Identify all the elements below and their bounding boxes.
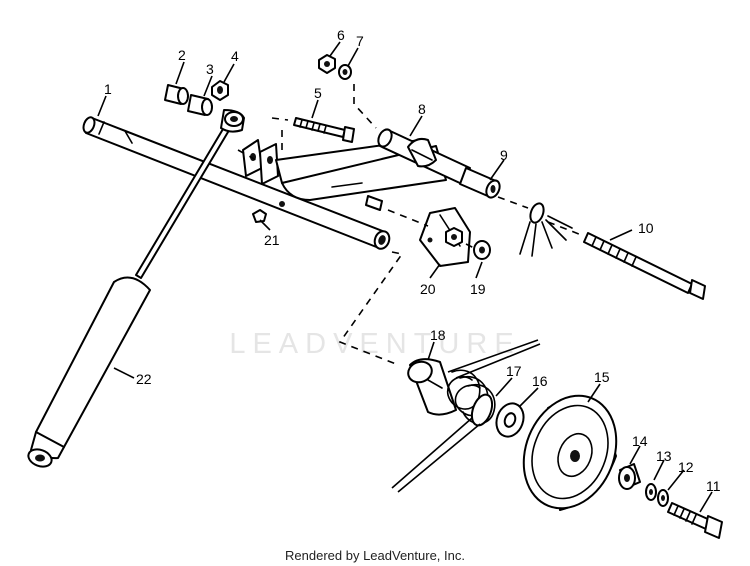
callout-10[interactable]: 10 xyxy=(638,220,654,236)
callout-11[interactable]: 11 xyxy=(706,478,721,494)
callout-8[interactable]: 8 xyxy=(418,101,426,117)
part-21-grease-fitting[interactable] xyxy=(252,201,285,223)
callout-16[interactable]: 16 xyxy=(532,373,548,389)
part-18-spindle[interactable] xyxy=(405,358,457,416)
part-16-washer[interactable] xyxy=(492,400,528,441)
part-2-bushing[interactable] xyxy=(164,84,189,105)
callout-20[interactable]: 20 xyxy=(420,281,436,297)
callout-12[interactable]: 12 xyxy=(678,459,694,475)
part-10-long-bolt[interactable] xyxy=(583,232,706,300)
part-3-bushing[interactable] xyxy=(187,94,213,116)
callout-18[interactable]: 18 xyxy=(430,327,446,343)
part-14-bushing[interactable] xyxy=(618,463,641,490)
callout-21[interactable]: 21 xyxy=(264,232,280,248)
part-12-lock-washer[interactable] xyxy=(657,489,669,507)
callout-6[interactable]: 6 xyxy=(337,27,345,43)
callout-9[interactable]: 9 xyxy=(500,147,508,163)
part-13-washer[interactable] xyxy=(645,483,657,501)
assembly-lines xyxy=(237,84,585,365)
leadventure-watermark: LEADVENTURE xyxy=(229,328,521,360)
part-6-nut[interactable] xyxy=(318,54,336,74)
callout-5[interactable]: 5 xyxy=(314,85,322,101)
callout-17[interactable]: 17 xyxy=(506,363,522,379)
part-15-idler-wheel[interactable] xyxy=(507,382,632,523)
part-9-bushing[interactable] xyxy=(459,167,502,200)
bolt-sleeve-outline xyxy=(519,202,573,257)
callout-22[interactable]: 22 xyxy=(136,371,152,387)
part-5-bolt[interactable] xyxy=(293,117,355,143)
part-19-washer[interactable] xyxy=(473,240,491,260)
part-8-a-arm[interactable] xyxy=(242,127,471,211)
callout-labels: 1 2 3 4 5 6 7 8 9 10 11 12 13 14 15 16 1… xyxy=(104,27,721,494)
callout-7[interactable]: 7 xyxy=(356,33,364,49)
part-11-bolt[interactable] xyxy=(667,502,723,539)
part-20-mount-block[interactable] xyxy=(419,207,471,267)
callout-19[interactable]: 19 xyxy=(470,281,486,297)
part-4-nut[interactable] xyxy=(211,80,229,101)
callout-14[interactable]: 14 xyxy=(632,433,648,449)
leader-lines xyxy=(97,41,713,513)
part-22-shock-absorber[interactable] xyxy=(26,109,245,470)
part-7-washer[interactable] xyxy=(338,64,352,80)
callout-2[interactable]: 2 xyxy=(178,47,186,63)
callout-13[interactable]: 13 xyxy=(656,448,672,464)
part-17-torsion-spring[interactable] xyxy=(391,339,541,493)
part-1-cross-shaft[interactable] xyxy=(81,116,391,251)
callout-3[interactable]: 3 xyxy=(206,61,214,77)
callout-1[interactable]: 1 xyxy=(104,81,112,97)
footer-credit: Rendered by LeadVenture, Inc. xyxy=(285,548,465,563)
callout-15[interactable]: 15 xyxy=(594,369,610,385)
callout-4[interactable]: 4 xyxy=(231,48,239,64)
